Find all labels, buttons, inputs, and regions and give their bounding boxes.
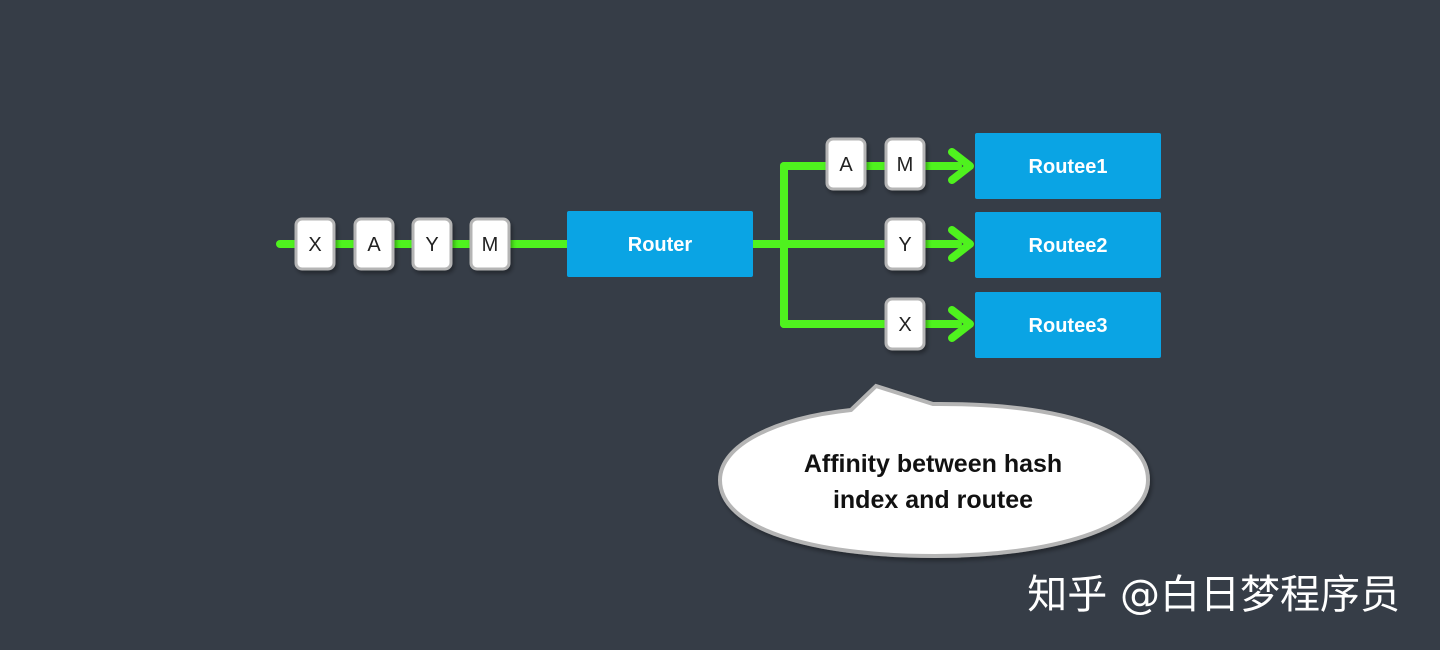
- input-token-label: M: [482, 234, 499, 256]
- routee1-token-label: A: [839, 154, 853, 176]
- input-token: M: [469, 217, 511, 271]
- routee1-label: Routee1: [1029, 156, 1108, 178]
- routee3-box: Routee3: [975, 292, 1161, 358]
- arrowhead-routee3: [948, 306, 974, 342]
- input-token: A: [353, 217, 395, 271]
- input-token-label: A: [367, 234, 381, 256]
- routee3-label: Routee3: [1029, 315, 1108, 337]
- input-token: Y: [411, 217, 453, 271]
- routee2-label: Routee2: [1029, 235, 1108, 257]
- routee3-token: X: [884, 297, 926, 351]
- routee3-token-label: X: [898, 314, 911, 336]
- arrowheads: [948, 148, 974, 342]
- routee2-token: Y: [884, 217, 926, 271]
- callout-text-line2: index and routee: [833, 486, 1033, 514]
- arrowhead-routee1: [948, 148, 974, 184]
- input-token-label: X: [308, 234, 321, 256]
- input-tokens: X A Y M: [294, 217, 511, 271]
- routee1-token: A: [825, 137, 867, 191]
- routee2-box: Routee2: [975, 212, 1161, 278]
- routee2-token-label: Y: [898, 234, 911, 256]
- input-token-label: Y: [425, 234, 438, 256]
- arrowhead-routee2: [948, 226, 974, 262]
- routee1-box: Routee1: [975, 133, 1161, 199]
- callout-bubble: Affinity between hash index and routee: [717, 383, 1151, 559]
- watermark: 知乎 @白日梦程序员: [1027, 572, 1400, 618]
- routed-tokens: A M Y X: [825, 137, 926, 351]
- callout-text-line1: Affinity between hash: [804, 450, 1062, 478]
- router-label: Router: [628, 234, 693, 256]
- router-box: Router: [567, 211, 753, 277]
- input-token: X: [294, 217, 336, 271]
- routee1-token-label: M: [897, 154, 914, 176]
- routee1-token: M: [884, 137, 926, 191]
